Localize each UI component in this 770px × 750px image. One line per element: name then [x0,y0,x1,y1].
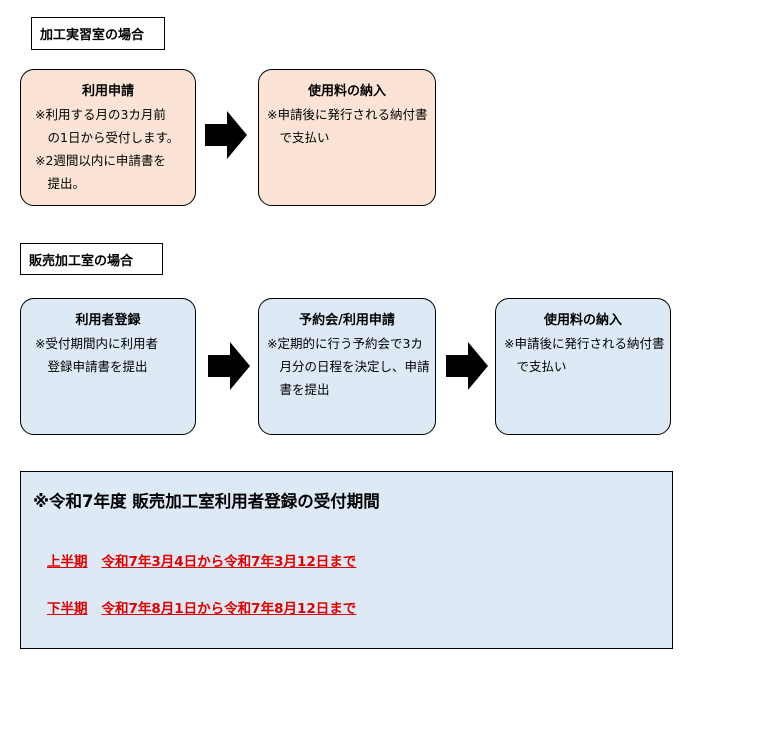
step-title: 使用料の納入 [307,84,386,99]
section2-label: 販売加工室の場合 [20,243,163,275]
registration-period-box: ※令和7年度 販売加工室利用者登録の受付期間 上半期令和7年3月4日から令和7年… [20,471,673,649]
section1-label: 加工実習室の場合 [31,17,165,50]
step-title: 利用者登録 [75,313,141,328]
step-title: 予約会/利用申請 [299,313,395,328]
section2-step-reservation: 予約会/利用申請 ※定期的に行う予約会で3カ 月分の日程を決定し、申請 書を提出 [258,298,436,435]
period-range: 令和7年3月4日から令和7年3月12日まで [101,554,357,570]
arrow-right-icon [208,342,250,390]
arrow-right-icon [205,111,247,159]
period-term: 下半期 [47,601,88,617]
second-half-period: 下半期令和7年8月1日から令和7年8月12日まで [47,597,356,617]
step-note: ※定期的に行う予約会で3カ 月分の日程を決定し、申請 書を提出 [267,336,430,397]
step-note: ※利用する月の3カ月前 の1日から受付します。 ※2週間以内に申請書を 提出。 [35,107,180,191]
section2-step-registration: 利用者登録 ※受付期間内に利用者 登録申請書を提出 [20,298,196,435]
period-title: ※令和7年度 販売加工室利用者登録の受付期間 [33,492,380,511]
first-half-period: 上半期令和7年3月4日から令和7年3月12日まで [47,550,356,570]
step-note: ※受付期間内に利用者 登録申請書を提出 [35,336,158,374]
period-term: 上半期 [47,554,88,570]
step-note: ※申請後に発行される納付書 で支払い [504,336,665,374]
step-title: 利用申請 [81,84,134,99]
section2-step-payment: 使用料の納入 ※申請後に発行される納付書 で支払い [495,298,671,435]
arrow-right-icon [446,342,488,390]
step-note: ※申請後に発行される納付書 で支払い [267,107,428,145]
section1-step-application: 利用申請 ※利用する月の3カ月前 の1日から受付します。 ※2週間以内に申請書を… [20,69,196,206]
step-title: 使用料の納入 [543,313,622,328]
section1-step-payment: 使用料の納入 ※申請後に発行される納付書 で支払い [258,69,436,206]
period-range: 令和7年8月1日から令和7年8月12日まで [101,601,357,617]
